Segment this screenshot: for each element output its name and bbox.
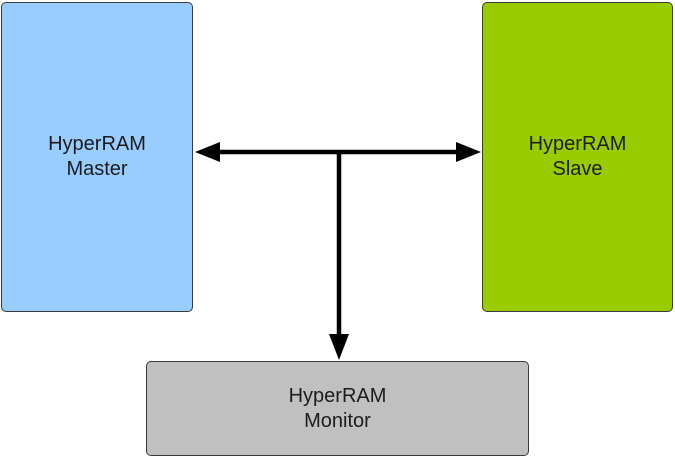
hyperram-slave-block: HyperRAM Slave — [482, 2, 673, 312]
hyperram-monitor-block: HyperRAM Monitor — [146, 361, 529, 456]
slave-label-line1: HyperRAM — [528, 133, 627, 155]
master-label-line1: HyperRAM — [48, 133, 146, 155]
arrow-to-monitor — [329, 334, 349, 360]
slave-label-line2: Slave — [552, 158, 603, 180]
master-label-line2: Master — [66, 158, 128, 180]
arrow-to-master — [195, 142, 220, 162]
monitor-label-line1: HyperRAM — [288, 384, 387, 407]
arrow-to-slave — [456, 142, 481, 162]
hyperram-master-block: HyperRAM Master — [1, 2, 193, 312]
monitor-label-line2: Monitor — [304, 409, 371, 432]
